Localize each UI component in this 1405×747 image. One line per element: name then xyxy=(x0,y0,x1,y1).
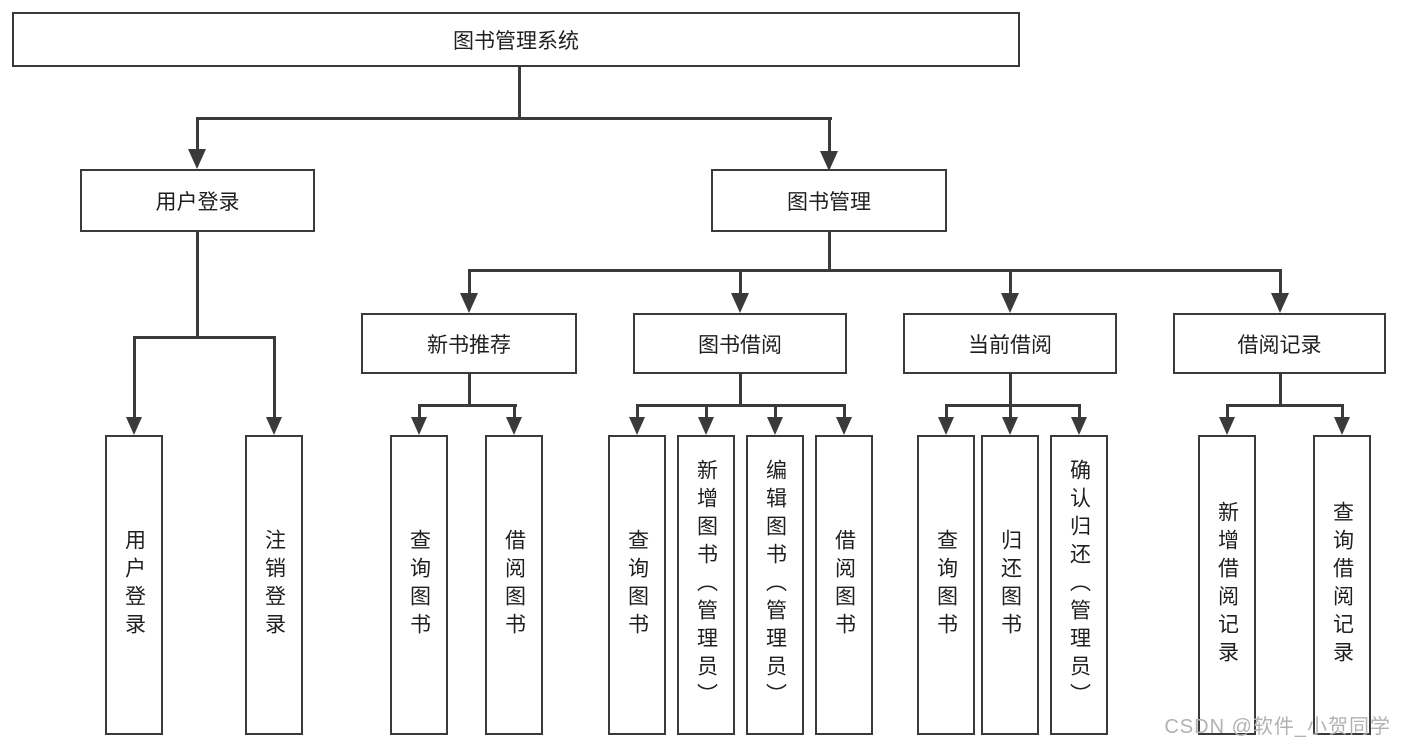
csdn-watermark: CSDN @软件_小贺同学 xyxy=(1164,716,1391,738)
connector-line xyxy=(739,374,742,406)
arrow-down-icon xyxy=(506,417,522,435)
connector-line xyxy=(1226,404,1344,407)
node-book-management: 图书管理 xyxy=(711,169,947,232)
leaf-label: 用户登录 xyxy=(122,529,146,641)
leaf-label: 确认归还（管理员） xyxy=(1067,459,1091,711)
connector-line xyxy=(1009,374,1012,406)
connector-line xyxy=(828,117,831,151)
leaf-query-books-current: 查询图书 xyxy=(917,435,975,735)
node-current-borrowing: 当前借阅 xyxy=(903,313,1117,374)
arrow-down-icon xyxy=(1002,417,1018,435)
arrow-down-icon xyxy=(1071,417,1087,435)
leaf-label: 查询图书 xyxy=(934,529,958,641)
arrow-down-icon xyxy=(266,417,282,435)
leaf-label: 查询图书 xyxy=(625,529,649,641)
arrow-down-icon xyxy=(1001,293,1019,313)
connector-line xyxy=(1279,269,1282,295)
connector-line xyxy=(739,269,742,295)
leaf-logout: 注销登录 xyxy=(245,435,303,735)
connector-line xyxy=(636,404,846,407)
leaf-return-books: 归还图书 xyxy=(981,435,1039,735)
node-label: 用户登录 xyxy=(155,190,240,214)
connector-line xyxy=(1009,404,1012,419)
leaf-user-login: 用户登录 xyxy=(105,435,163,735)
node-user-login: 用户登录 xyxy=(80,169,315,232)
arrow-down-icon xyxy=(767,417,783,435)
arrow-down-icon xyxy=(731,293,749,313)
node-label: 借阅记录 xyxy=(1237,333,1322,357)
leaf-label: 新增借阅记录 xyxy=(1215,501,1239,669)
node-label: 新书推荐 xyxy=(427,333,511,357)
connector-line xyxy=(513,404,516,419)
connector-line xyxy=(1226,404,1229,419)
connector-line xyxy=(418,404,421,419)
node-label: 图书借阅 xyxy=(698,333,782,357)
connector-line xyxy=(945,404,1081,407)
node-root-system: 图书管理系统 xyxy=(12,12,1020,67)
connector-line xyxy=(945,404,948,419)
arrow-down-icon xyxy=(188,149,206,169)
leaf-borrow-books-recommend: 借阅图书 xyxy=(485,435,543,735)
leaf-label: 查询图书 xyxy=(407,529,431,641)
connector-line xyxy=(828,232,831,271)
connector-line xyxy=(133,336,136,418)
leaf-add-book-admin: 新增图书（管理员） xyxy=(677,435,735,735)
arrow-down-icon xyxy=(460,293,478,313)
node-label: 图书管理系统 xyxy=(453,29,579,53)
leaf-add-borrow-record: 新增借阅记录 xyxy=(1198,435,1256,735)
connector-line xyxy=(196,232,199,338)
connector-line xyxy=(418,404,517,407)
node-borrowing-records: 借阅记录 xyxy=(1173,313,1386,374)
connector-line xyxy=(1009,269,1012,295)
leaf-label: 归还图书 xyxy=(998,529,1022,641)
connector-line xyxy=(705,404,708,419)
node-new-book-recommendation: 新书推荐 xyxy=(361,313,577,374)
node-label: 当前借阅 xyxy=(968,333,1052,357)
arrow-down-icon xyxy=(836,417,852,435)
leaf-label: 借阅图书 xyxy=(832,529,856,641)
node-book-borrowing: 图书借阅 xyxy=(633,313,847,374)
leaf-query-books-recommend: 查询图书 xyxy=(390,435,448,735)
connector-line xyxy=(518,67,521,119)
connector-line xyxy=(468,374,471,406)
arrow-down-icon xyxy=(629,417,645,435)
connector-line xyxy=(273,336,276,418)
arrow-down-icon xyxy=(1219,417,1235,435)
connector-line xyxy=(843,404,846,419)
leaf-label: 编辑图书（管理员） xyxy=(763,459,787,711)
connector-line xyxy=(636,404,639,419)
arrow-down-icon xyxy=(1271,293,1289,313)
leaf-label: 新增图书（管理员） xyxy=(694,459,718,711)
arrow-down-icon xyxy=(698,417,714,435)
leaf-label: 注销登录 xyxy=(262,529,286,641)
connector-line xyxy=(196,117,832,120)
connector-line xyxy=(196,117,199,150)
leaf-label: 查询借阅记录 xyxy=(1330,501,1354,669)
leaf-borrow-books: 借阅图书 xyxy=(815,435,873,735)
leaf-label: 借阅图书 xyxy=(502,529,526,641)
arrow-down-icon xyxy=(126,417,142,435)
arrow-down-icon xyxy=(938,417,954,435)
arrow-down-icon xyxy=(1334,417,1350,435)
arrow-down-icon xyxy=(411,417,427,435)
leaf-confirm-return-admin: 确认归还（管理员） xyxy=(1050,435,1108,735)
arrow-down-icon xyxy=(820,151,838,171)
leaf-edit-book-admin: 编辑图书（管理员） xyxy=(746,435,804,735)
connector-line xyxy=(133,336,276,339)
leaf-query-borrow-records: 查询借阅记录 xyxy=(1313,435,1371,735)
node-label: 图书管理 xyxy=(787,190,871,214)
connector-line xyxy=(468,269,471,295)
connector-line xyxy=(1078,404,1081,419)
connector-line xyxy=(1279,374,1282,406)
connector-line xyxy=(1341,404,1344,419)
connector-line xyxy=(468,269,1281,272)
leaf-query-books-borrow: 查询图书 xyxy=(608,435,666,735)
connector-line xyxy=(774,404,777,419)
